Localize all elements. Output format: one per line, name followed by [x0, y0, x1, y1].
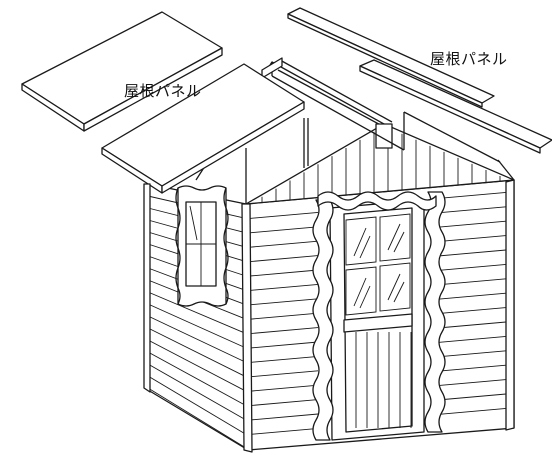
door-trim-right	[424, 191, 446, 433]
corner-posts	[143, 179, 515, 453]
roof-panel-right-tilted	[359, 59, 552, 154]
roof-panel-top-left	[21, 11, 223, 132]
roof-panel-label-right: 屋根パネル	[430, 50, 508, 68]
side-window	[175, 185, 229, 307]
door-trim-top	[317, 191, 437, 211]
roof-panel-label-left: 屋根パネル	[124, 82, 202, 100]
roof-panel-top-right	[287, 7, 495, 108]
shed-gable	[245, 123, 515, 205]
door-trim-left	[312, 199, 334, 441]
roof-frame	[195, 57, 515, 204]
door	[329, 199, 425, 441]
roof-panel-on-shed	[101, 63, 305, 194]
